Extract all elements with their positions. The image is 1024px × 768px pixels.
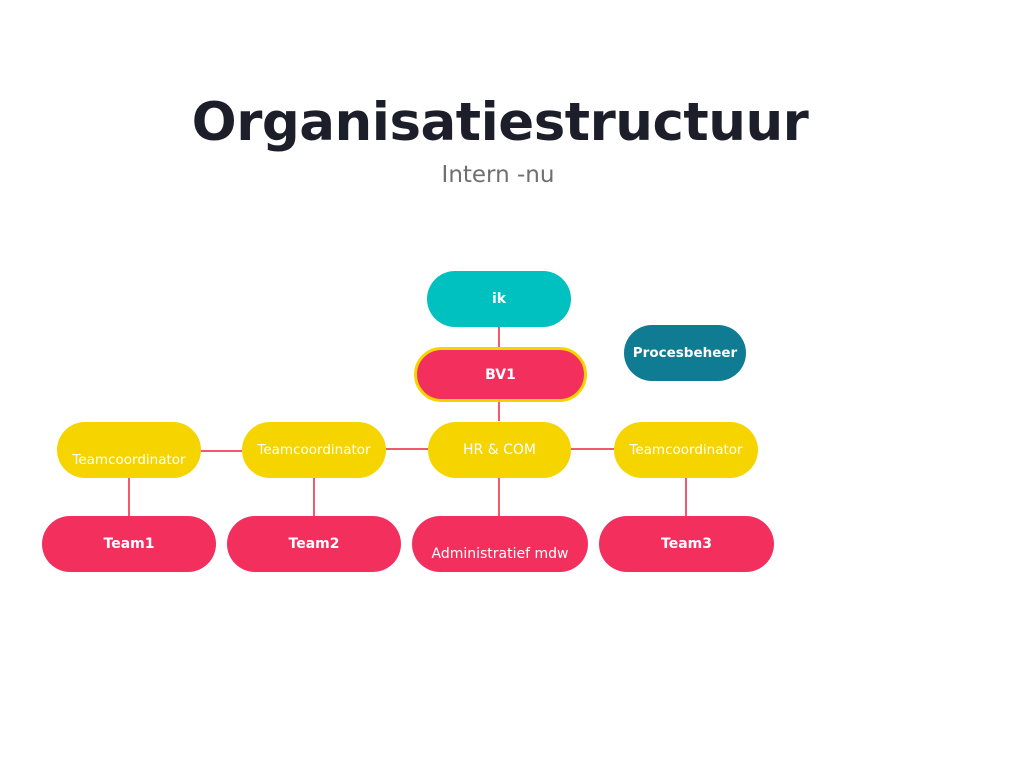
- node-teamcoordinator-2: Teamcoordinator: [242, 422, 386, 478]
- node-procesbeheer: Procesbeheer: [624, 325, 746, 381]
- node-hr-com: HR & COM: [428, 422, 571, 478]
- node-team2: Team2: [227, 516, 401, 572]
- node-teamcoordinator-3: Teamcoordinator: [614, 422, 758, 478]
- node-team1: Team1: [42, 516, 216, 572]
- page-subtitle: Intern -nu: [441, 162, 555, 188]
- page-title: Organisatiestructuur: [191, 92, 809, 153]
- node-administratief-mdw: Administratief mdw: [412, 516, 588, 572]
- node-team3: Team3: [599, 516, 774, 572]
- node-teamcoordinator-1: Teamcoordinator: [57, 422, 201, 478]
- node-ik: ik: [427, 271, 571, 327]
- node-bv1: BV1: [414, 347, 587, 402]
